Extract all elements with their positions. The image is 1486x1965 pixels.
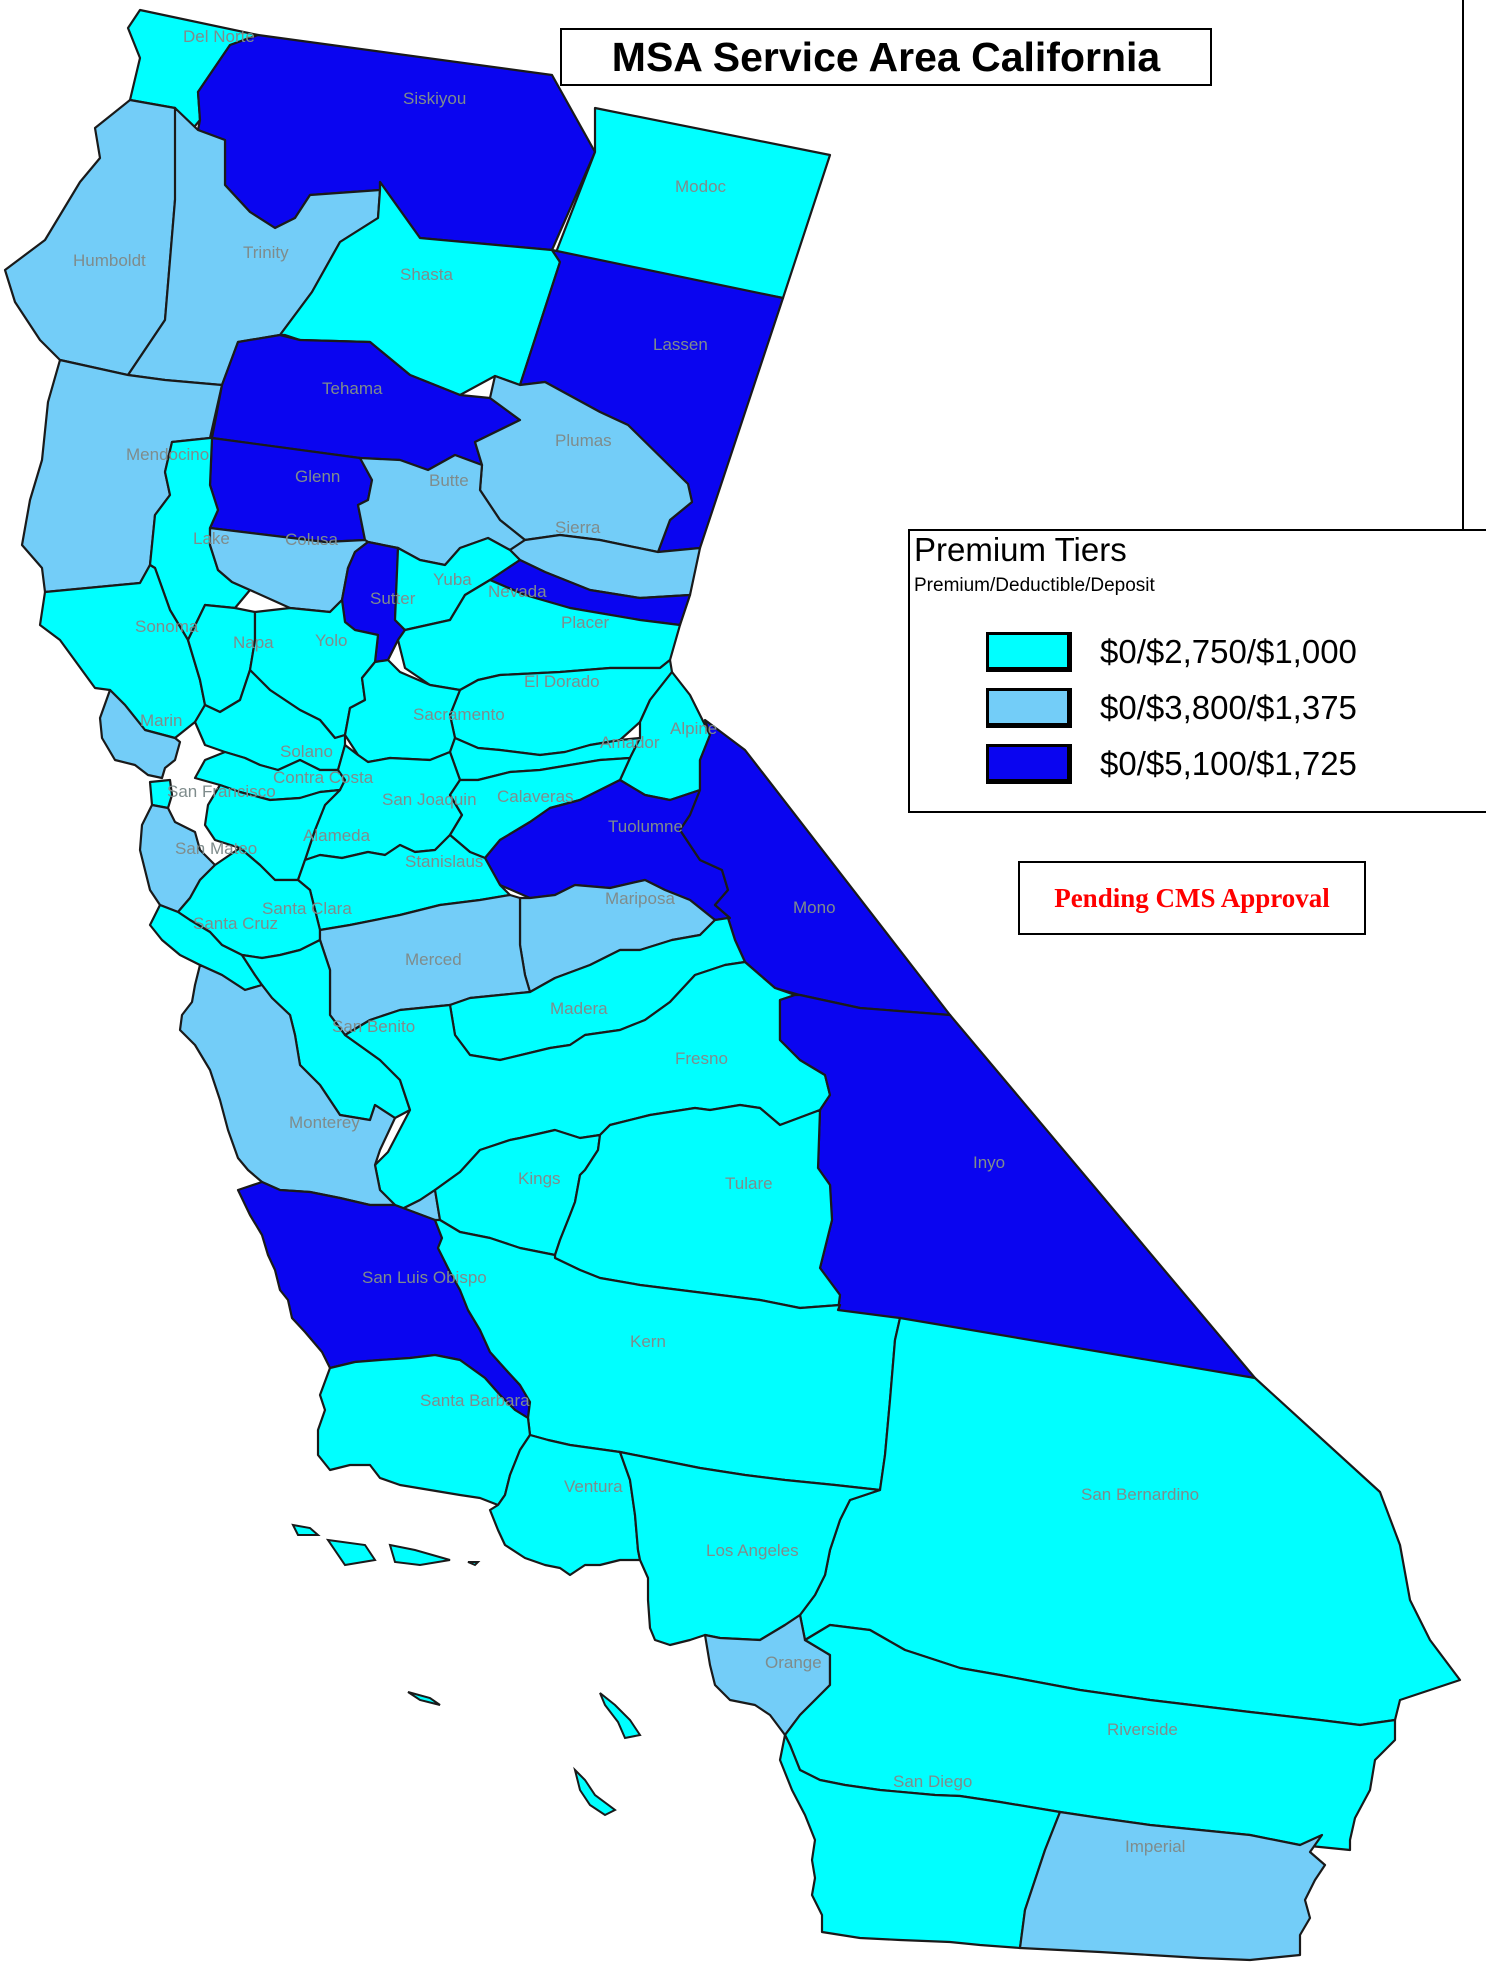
county-label-merced: Merced — [405, 950, 462, 969]
county-label-stanislaus: Stanislaus — [405, 852, 483, 871]
county-label-san-diego: San Diego — [893, 1772, 972, 1791]
legend-title: Premium Tiers — [914, 531, 1127, 568]
county-label-san-luis-obispo: San Luis Obispo — [362, 1268, 487, 1287]
legend-label-tier-3: $0/$5,100/$1,725 — [1100, 745, 1357, 782]
county-label-sonoma: Sonoma — [135, 617, 199, 636]
channel-island-6 — [599, 1692, 642, 1740]
county-label-placer: Placer — [561, 613, 610, 632]
county-label-tulare: Tulare — [725, 1174, 773, 1193]
county-label-alameda: Alameda — [303, 826, 371, 845]
map-title: MSA Service Area California — [560, 28, 1212, 86]
county-label-orange: Orange — [765, 1653, 822, 1672]
legend: Premium Tiers Premium/Deductible/Deposit… — [908, 529, 1486, 813]
county-label-lake: Lake — [193, 529, 230, 548]
county-label-yolo: Yolo — [315, 631, 347, 650]
county-label-colusa: Colusa — [285, 530, 338, 549]
county-label-el-dorado: El Dorado — [524, 672, 600, 691]
county-label-siskiyou: Siskiyou — [403, 89, 466, 108]
county-lake[interactable] — [148, 436, 252, 642]
legend-item-tier-3: $0/$5,100/$1,725 — [986, 742, 1357, 786]
county-label-mendocino: Mendocino — [126, 445, 209, 464]
channel-island-1 — [291, 1523, 321, 1536]
county-label-butte: Butte — [429, 471, 469, 490]
pending-approval-note: Pending CMS Approval — [1018, 861, 1366, 935]
county-label-glenn: Glenn — [295, 467, 340, 486]
county-label-sutter: Sutter — [370, 589, 416, 608]
legend-label-tier-1: $0/$2,750/$1,000 — [1100, 633, 1357, 670]
county-label-amador: Amador — [600, 733, 660, 752]
county-label-solano: Solano — [280, 742, 333, 761]
legend-subtitle: Premium/Deductible/Deposit — [914, 575, 1155, 596]
legend-swatch-tier-1 — [986, 632, 1072, 672]
county-label-tehama: Tehama — [322, 379, 383, 398]
county-label-san-mateo: San Mateo — [175, 839, 257, 858]
legend-swatch-tier-3 — [986, 744, 1072, 784]
county-label-santa-clara: Santa Clara — [262, 899, 352, 918]
county-marin[interactable] — [98, 688, 182, 780]
county-label-contra-costa: Contra Costa — [273, 768, 374, 787]
county-label-trinity: Trinity — [243, 243, 289, 262]
county-label-santa-cruz: Santa Cruz — [193, 914, 278, 933]
county-label-san-bernardino: San Bernardino — [1081, 1485, 1199, 1504]
county-label-kern: Kern — [630, 1332, 666, 1351]
county-imperial[interactable] — [1018, 1810, 1327, 1962]
county-label-tuolumne: Tuolumne — [608, 817, 683, 836]
county-label-riverside: Riverside — [1107, 1720, 1178, 1739]
county-label-marin: Marin — [140, 711, 183, 730]
county-label-alpine: Alpine — [670, 719, 717, 738]
county-label-napa: Napa — [233, 633, 274, 652]
county-label-humboldt: Humboldt — [73, 251, 146, 270]
county-label-madera: Madera — [550, 999, 608, 1018]
county-label-mono: Mono — [793, 898, 836, 917]
county-label-ventura: Ventura — [564, 1477, 623, 1496]
county-label-los-angeles: Los Angeles — [706, 1541, 799, 1560]
county-label-mariposa: Mariposa — [605, 889, 675, 908]
county-label-inyo: Inyo — [973, 1153, 1005, 1172]
county-label-san-benito: San Benito — [332, 1017, 415, 1036]
legend-item-tier-2: $0/$3,800/$1,375 — [986, 686, 1357, 730]
legend-label-tier-2: $0/$3,800/$1,375 — [1100, 689, 1357, 726]
county-label-san-joaquin: San Joaquin — [382, 790, 477, 809]
channel-island-5 — [407, 1691, 441, 1706]
county-label-santa-barbara: Santa Barbara — [420, 1391, 530, 1410]
county-label-yuba: Yuba — [433, 570, 472, 589]
county-label-kings: Kings — [518, 1169, 561, 1188]
county-label-sierra: Sierra — [555, 518, 601, 537]
county-label-shasta: Shasta — [400, 265, 453, 284]
channel-island-2 — [325, 1538, 377, 1567]
county-san-diego[interactable] — [778, 1733, 1062, 1950]
county-san-francisco[interactable] — [148, 778, 174, 810]
channel-island-7 — [573, 1766, 617, 1817]
county-label-plumas: Plumas — [555, 431, 612, 450]
legend-swatch-tier-2 — [986, 688, 1072, 728]
county-label-calaveras: Calaveras — [497, 787, 574, 806]
frame-border — [1462, 0, 1464, 530]
county-label-del-norte: Del Norte — [183, 27, 255, 46]
channel-island-3 — [388, 1543, 451, 1567]
legend-item-tier-1: $0/$2,750/$1,000 — [986, 630, 1357, 674]
county-label-lassen: Lassen — [653, 335, 708, 354]
county-label-monterey: Monterey — [289, 1113, 360, 1132]
county-label-imperial: Imperial — [1125, 1837, 1185, 1856]
county-label-modoc: Modoc — [675, 177, 727, 196]
channel-island-4 — [467, 1561, 481, 1567]
county-label-sacramento: Sacramento — [413, 705, 505, 724]
county-label-san-francisco: San Francisco — [167, 782, 276, 801]
county-label-fresno: Fresno — [675, 1049, 728, 1068]
county-label-nevada: Nevada — [488, 582, 547, 601]
